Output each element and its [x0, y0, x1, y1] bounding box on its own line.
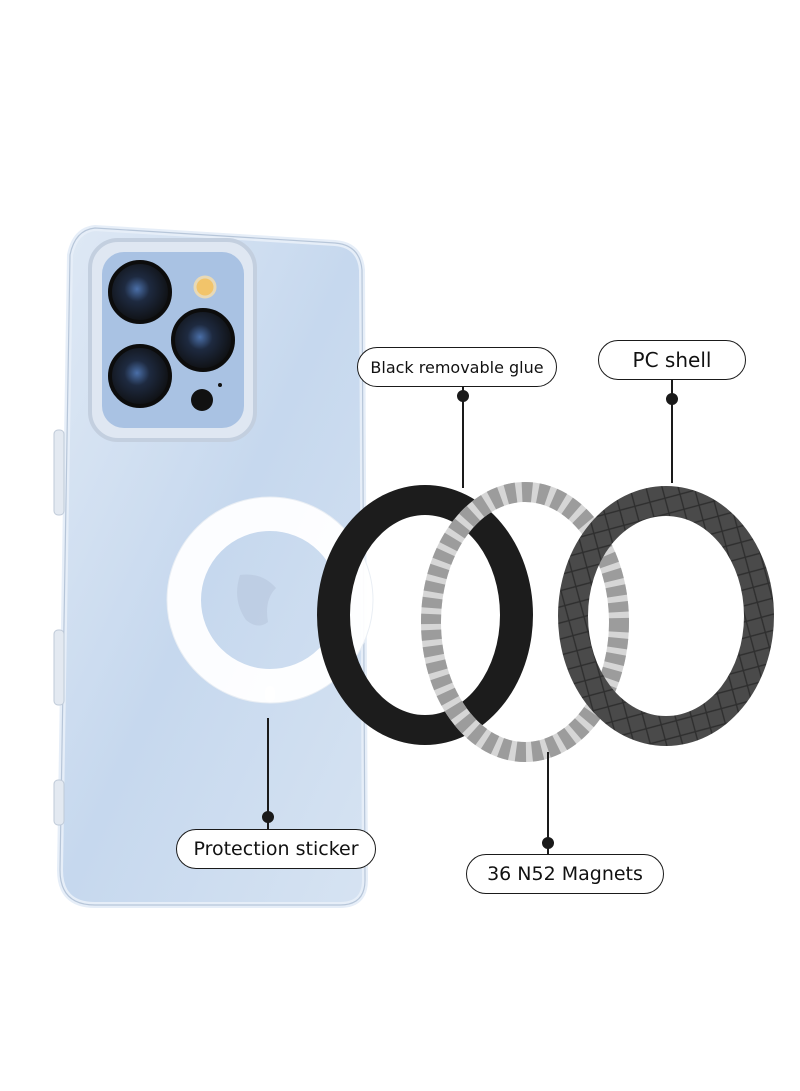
apple-logo-icon [237, 574, 276, 626]
label-black-removable-glue: Black removable glue [357, 347, 557, 387]
camera-lens-icon [171, 308, 235, 372]
camera-module [88, 238, 257, 442]
magnet-ring-icon [421, 482, 629, 762]
label-black-removable-glue-text: Black removable glue [370, 357, 544, 377]
label-magnets-text: 36 N52 Magnets [487, 863, 643, 885]
pc-shell-ring [558, 486, 774, 746]
side-button [53, 779, 65, 826]
side-button [53, 629, 65, 706]
protection-sticker [166, 496, 374, 704]
label-protection-sticker: Protection sticker [176, 829, 376, 869]
camera-lens-icon [108, 344, 172, 408]
leader-lines [262, 380, 678, 854]
lidar-sensor-icon [191, 389, 213, 411]
label-protection-sticker-text: Protection sticker [193, 838, 359, 860]
label-magnets: 36 N52 Magnets [466, 854, 664, 894]
label-pc-shell-text: PC shell [632, 348, 712, 372]
camera-lens-icon [108, 260, 172, 324]
side-button [53, 429, 65, 516]
label-pc-shell: PC shell [598, 340, 746, 380]
flash-icon [193, 275, 217, 299]
